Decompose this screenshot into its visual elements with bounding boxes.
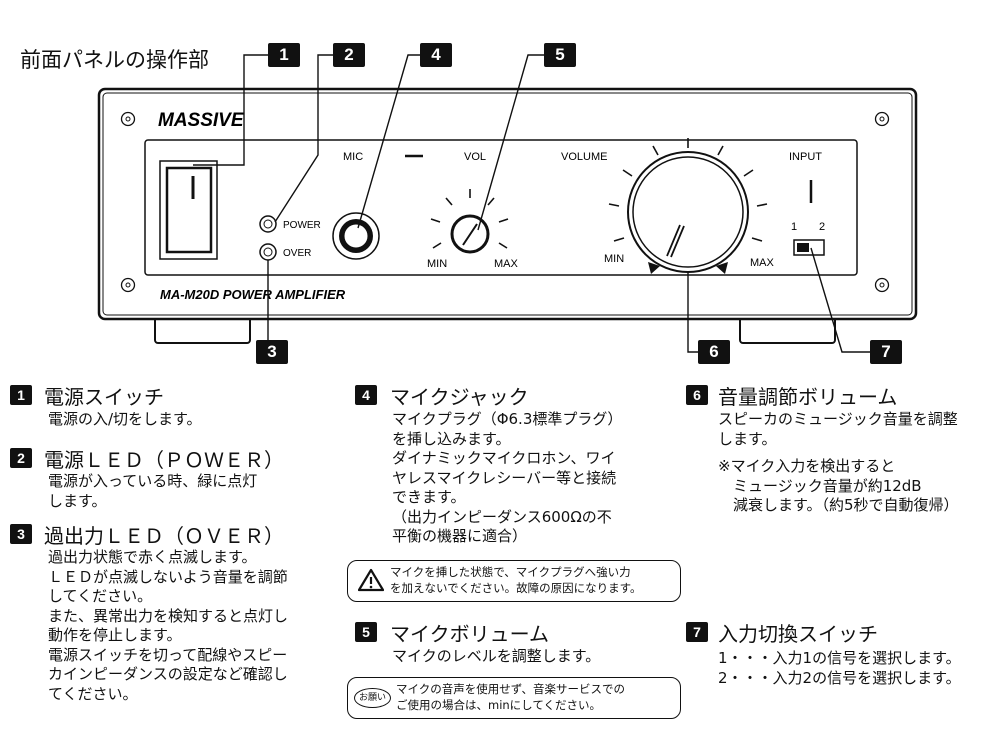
section-3-title: 過出力ＬＥＤ（ＯＶＥＲ） (44, 524, 284, 548)
callout-3: 3 (256, 340, 288, 364)
page-title: 前面パネルの操作部 (20, 48, 209, 72)
section-2-badge: 2 (10, 448, 32, 468)
callout-1: 1 (268, 43, 300, 67)
callout-2: 2 (333, 43, 365, 67)
screw-icon (120, 111, 136, 127)
amplifier-front-panel: MASSIVE MA-M20D POWER AMPLIFIER POWER OV… (97, 54, 918, 353)
section-4-title: マイクジャック (390, 385, 529, 409)
min-arrow-icon (648, 262, 660, 274)
input-1-label: 1 (791, 221, 797, 233)
callout-5: 5 (544, 43, 576, 67)
over-led-label: OVER (283, 248, 311, 259)
mic-volume-note: お願い マイクの音声を使用せず、音楽サービスでの ご使用の場合は、minにしてく… (347, 677, 681, 719)
warning-line-2: を加えないでください。故障の原因になります。 (390, 581, 642, 595)
section-6-badge: 6 (686, 385, 708, 405)
volume-min: MIN (604, 253, 624, 265)
warning-triangle-icon (358, 568, 384, 592)
note-line-1: マイクの音声を使用せず、音楽サービスでの (396, 682, 625, 696)
screw-icon (874, 277, 890, 293)
section-4-badge: 4 (355, 385, 377, 405)
section-1-title: 電源スイッチ (44, 385, 164, 409)
mic-plug-warning: マイクを挿した状態で、マイクプラグへ強い力 を加えないでください。故障の原因にな… (347, 560, 681, 602)
callout-4: 4 (420, 43, 452, 67)
max-arrow-icon (716, 262, 728, 274)
input-2-label: 2 (819, 221, 825, 233)
mic-label: MIC (343, 151, 363, 163)
screw-icon (874, 111, 890, 127)
brand-logo: MASSIVE (158, 110, 245, 131)
leader-lines (193, 54, 870, 353)
mic-volume-ticks (430, 189, 509, 249)
input-label: INPUT (789, 151, 822, 163)
section-7-badge: 7 (686, 622, 708, 642)
section-5-title: マイクボリューム (390, 622, 549, 646)
volume-label: VOLUME (561, 151, 607, 163)
model-label: MA-M20D POWER AMPLIFIER (160, 287, 346, 302)
mic-vol-min: MIN (427, 258, 447, 270)
section-2-desc: 電源が入っている時、緑に点灯 します。 (48, 472, 258, 510)
power-switch (165, 166, 213, 254)
screw-icon (120, 277, 136, 293)
section-2-title: 電源ＬＥＤ（ＰＯＷＥＲ） (44, 448, 284, 472)
section-6-title: 音量調節ボリューム (718, 385, 898, 409)
volume-ticks (608, 138, 768, 242)
warning-line-1: マイクを挿した状態で、マイクプラグへ強い力 (390, 565, 631, 579)
section-6-desc: スピーカのミュージック音量を調整 します。 ※マイク入力を検出すると ミュージッ… (718, 410, 959, 514)
section-7-desc: 1・・・入力1の信号を選択します。 2・・・入力2の信号を選択します。 (718, 649, 961, 687)
note-line-2: ご使用の場合は、minにしてください。 (396, 698, 601, 712)
section-4-desc: マイクプラグ（Φ6.3標準プラグ） を挿し込みます。 ダイナミックマイクロホン、… (392, 410, 623, 545)
left-foot (154, 316, 251, 344)
section-3-desc: 過出力状態で赤く点滅します。 ＬＥＤが点滅しないよう音量を調節 してください。 … (48, 548, 289, 703)
section-7-title: 入力切換スイッチ (718, 622, 878, 646)
right-foot (739, 316, 836, 344)
inner-panel (144, 139, 858, 276)
section-5-badge: 5 (355, 622, 377, 642)
section-1-desc: 電源の入/切をします。 (48, 410, 202, 428)
callout-7: 7 (870, 340, 902, 364)
volume-max: MAX (750, 257, 775, 269)
request-badge: お願い (354, 688, 392, 708)
mic-vol-max: MAX (494, 258, 519, 270)
section-3-badge: 3 (10, 524, 32, 544)
callout-6: 6 (698, 340, 730, 364)
power-led-label: POWER (283, 220, 321, 231)
section-1-badge: 1 (10, 385, 32, 405)
section-5-desc: マイクのレベルを調整します。 (392, 647, 601, 665)
vol-label: VOL (464, 151, 486, 163)
